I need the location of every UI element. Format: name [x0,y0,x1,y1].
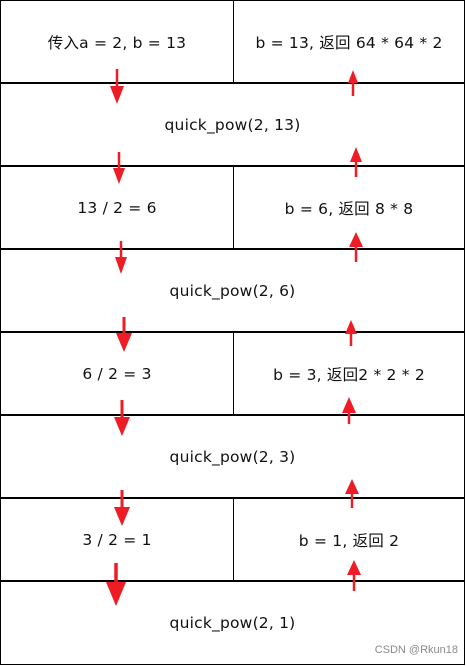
row-left-cell: 3 / 2 = 1 [1,499,234,580]
row-right-cell: b = 13, 返回 64 * 64 * 2 [255,33,443,52]
diagram-row-call: quick_pow(2, 13) [0,83,465,166]
row-left-cell: 6 / 2 = 3 [1,333,234,414]
row-full-cell: quick_pow(2, 6) [169,281,296,300]
diagram-row-step: 3 / 2 = 1 b = 1, 返回 2 [0,498,465,581]
row-left-cell: 13 / 2 = 6 [1,167,234,248]
diagram-row-call: quick_pow(2, 3) [0,415,465,498]
diagram-row-input: 传入a = 2, b = 13 b = 13, 返回 64 * 64 * 2 [0,0,465,83]
row-right-cell: b = 1, 返回 2 [298,531,400,550]
watermark-label: CSDN @Rkun18 [374,644,458,656]
diagram-row-step: 6 / 2 = 3 b = 3, 返回2 * 2 * 2 [0,332,465,415]
row-left-cell: 传入a = 2, b = 13 [1,1,234,82]
diagram-row-step: 13 / 2 = 6 b = 6, 返回 8 * 8 [0,166,465,249]
diagram-row-call: quick_pow(2, 1) [0,581,465,665]
row-right-cell: b = 3, 返回2 * 2 * 2 [273,365,425,384]
row-full-cell: quick_pow(2, 3) [169,447,296,466]
row-full-cell: quick_pow(2, 1) [169,614,296,632]
row-right-cell: b = 6, 返回 8 * 8 [284,199,414,218]
row-full-cell: quick_pow(2, 13) [164,115,301,134]
diagram-row-call: quick_pow(2, 6) [0,249,465,332]
